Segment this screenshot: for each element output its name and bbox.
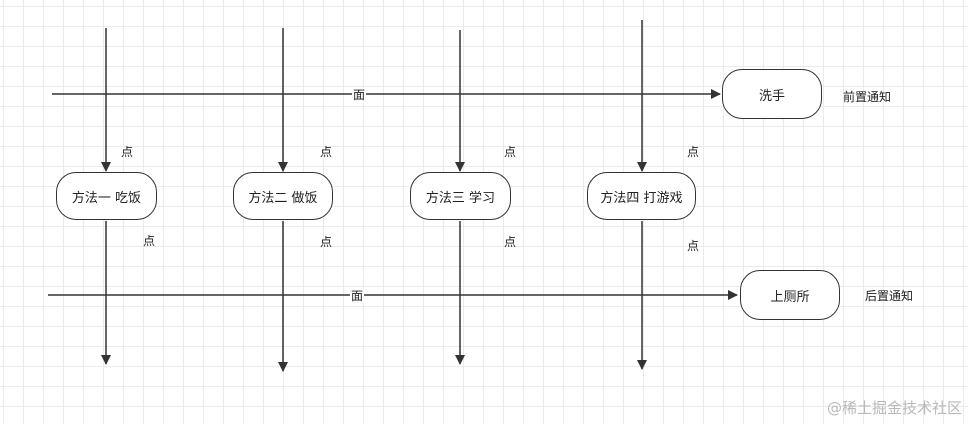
method-node-2-label: 方法二 做饭 [248, 190, 318, 206]
method-node-4: 方法四 打游戏 [587, 172, 696, 220]
method-node-3-label: 方法三 学习 [425, 190, 496, 206]
point-label-2-lower: 点 [320, 235, 333, 249]
watermark-text: @稀土掘金技术社区 [826, 399, 962, 417]
method-node-1-label: 方法一 吃饭 [71, 190, 142, 206]
end-node-label: 上厕所 [770, 289, 810, 305]
start-node: 洗手 [722, 69, 822, 119]
point-label-3-upper: 点 [504, 145, 517, 159]
point-label-1-lower: 点 [143, 234, 156, 248]
point-label-3-lower: 点 [504, 235, 517, 249]
method-node-2: 方法二 做饭 [233, 172, 333, 220]
before-advice-label: 前置通知 [843, 90, 892, 104]
end-node: 上厕所 [740, 270, 840, 320]
plane-top-label: 面 [352, 88, 367, 102]
point-label-4-lower: 点 [687, 239, 700, 253]
method-node-3: 方法三 学习 [410, 172, 511, 220]
after-advice-label: 后置通知 [865, 289, 914, 303]
start-node-label: 洗手 [758, 88, 785, 104]
point-label-1-upper: 点 [121, 145, 134, 159]
plane-bottom-label: 面 [350, 289, 365, 303]
method-node-4-label: 方法四 打游戏 [600, 190, 683, 206]
method-node-1: 方法一 吃饭 [56, 172, 157, 220]
point-label-4-upper: 点 [687, 145, 700, 159]
point-label-2-upper: 点 [320, 145, 333, 159]
